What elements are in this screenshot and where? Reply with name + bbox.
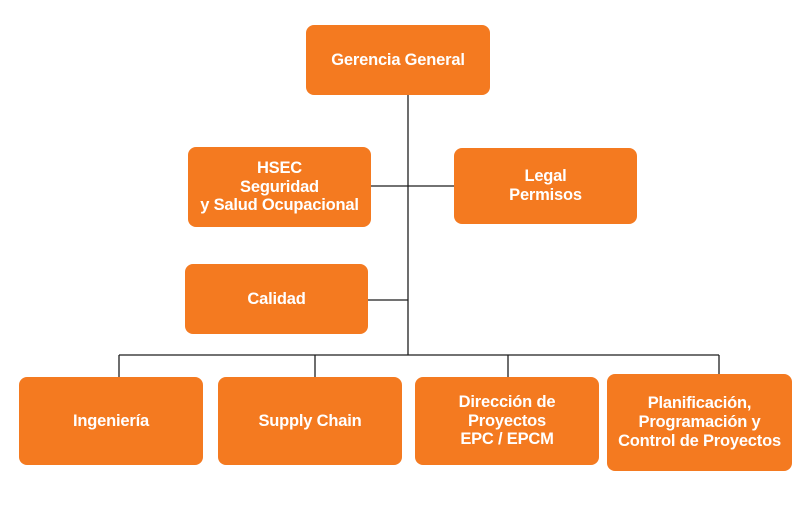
org-node-hsec: HSEC Seguridad y Salud Ocupacional (188, 147, 371, 227)
org-node-legal: Legal Permisos (454, 148, 637, 224)
org-node-ingenieria: Ingeniería (19, 377, 203, 465)
org-node-label: Ingeniería (73, 411, 149, 430)
org-node-label: Supply Chain (258, 411, 362, 430)
org-node-label: Gerencia General (331, 50, 465, 69)
org-node-label: Planificación, Programación y Control de… (618, 394, 781, 450)
org-node-planificacion: Planificación, Programación y Control de… (607, 374, 792, 471)
org-node-label: Dirección de Proyectos EPC / EPCM (458, 392, 556, 449)
org-node-label: Legal Permisos (509, 167, 582, 204)
org-node-label: Calidad (247, 289, 306, 308)
org-node-supply-chain: Supply Chain (218, 377, 402, 465)
org-node-direccion-proyectos: Dirección de Proyectos EPC / EPCM (415, 377, 599, 465)
org-node-gerencia-general: Gerencia General (306, 25, 490, 95)
org-node-calidad: Calidad (185, 264, 368, 334)
org-node-label: HSEC Seguridad y Salud Ocupacional (200, 158, 359, 215)
